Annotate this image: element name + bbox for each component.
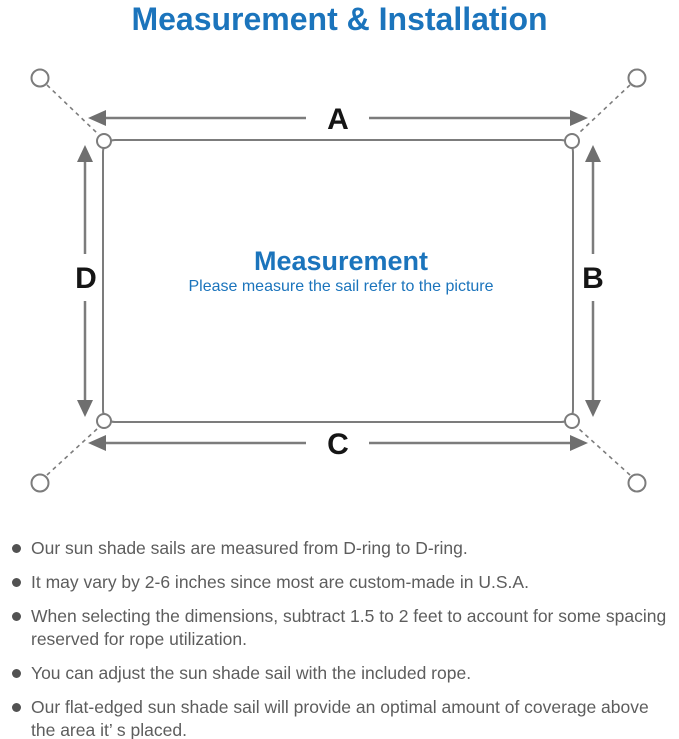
notes-list: Our sun shade sails are measured from D-… — [0, 537, 679, 739]
list-item: It may vary by 2-6 inches since most are… — [0, 571, 679, 594]
dim-arrow-d-down — [77, 400, 93, 417]
anchor-point-top-left — [30, 68, 50, 88]
dim-arrow-a-right — [570, 110, 588, 126]
dim-label-a: A — [327, 103, 349, 136]
dim-arrow-d-up — [77, 145, 93, 162]
anchor-rope-top-right — [578, 84, 631, 134]
anchor-point-top-right — [627, 68, 647, 88]
list-item: Our sun shade sails are measured from D-… — [0, 537, 679, 560]
measurement-diagram: A B C D Measurement Please measure the s… — [30, 68, 647, 493]
anchor-rope-bottom-right — [578, 428, 631, 476]
d-ring-bottom-right — [564, 413, 580, 429]
anchor-point-bottom-left — [30, 473, 50, 493]
d-ring-top-right — [564, 133, 580, 149]
bullet-icon — [12, 544, 21, 553]
bullet-icon — [12, 578, 21, 587]
dim-arrow-a-left — [88, 110, 106, 126]
bullet-line: Our sun shade sails are measured from D-… — [31, 538, 468, 558]
anchor-rope-top-left — [46, 84, 98, 134]
bullet-line: You can adjust the sun shade sail with t… — [31, 663, 472, 683]
diagram-center-subtitle: Please measure the sail refer to the pic… — [188, 278, 493, 295]
sail-outline — [102, 139, 574, 423]
diagram-center-title: Measurement — [254, 246, 428, 276]
bullet-line: It may vary by 2-6 inches since most are… — [31, 572, 529, 592]
anchor-rope-bottom-left — [46, 428, 98, 476]
bullet-icon — [12, 612, 21, 621]
list-item: When selecting the dimensions, subtract … — [0, 605, 679, 651]
dim-label-c: C — [327, 428, 349, 461]
dim-label-d: D — [75, 262, 97, 295]
d-ring-bottom-left — [96, 413, 112, 429]
dim-arrow-b-up — [585, 145, 601, 162]
d-ring-top-left — [96, 133, 112, 149]
dim-label-b: B — [582, 262, 604, 295]
dim-arrow-c-right — [570, 435, 588, 451]
list-item: You can adjust the sun shade sail with t… — [0, 662, 679, 685]
anchor-point-bottom-right — [627, 473, 647, 493]
bullet-line: reserved for rope utilization. — [31, 629, 247, 649]
bullet-line: the area it’ s placed. — [31, 720, 187, 739]
page-title: Measurement & Installation — [131, 1, 548, 37]
bullet-icon — [12, 669, 21, 678]
bullet-icon — [12, 703, 21, 712]
dim-arrow-b-down — [585, 400, 601, 417]
dim-arrow-c-left — [88, 435, 106, 451]
bullet-line: When selecting the dimensions, subtract … — [31, 606, 667, 626]
bullet-line: Our flat-edged sun shade sail will provi… — [31, 697, 649, 717]
list-item: Our flat-edged sun shade sail will provi… — [0, 696, 679, 739]
